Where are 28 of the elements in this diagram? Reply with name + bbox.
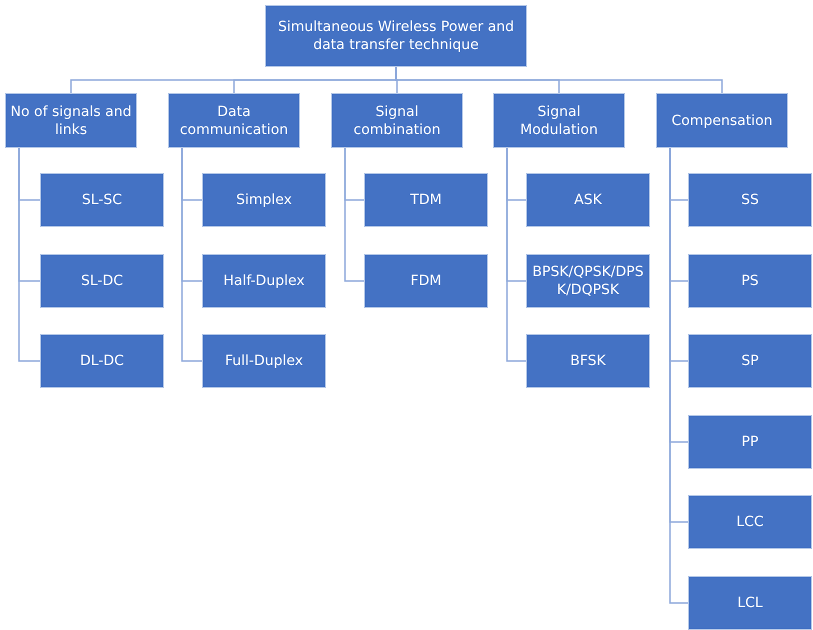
category-box: No of signals and links (5, 93, 137, 148)
connector-line (506, 148, 526, 362)
item-box: SS (688, 173, 812, 227)
category-box: Compensation (656, 93, 788, 148)
item-box: LCC (688, 495, 812, 549)
item-box: PS (688, 254, 812, 308)
item-box: ASK (526, 173, 650, 227)
connector-line (18, 148, 40, 362)
item-box: DL-DC (40, 334, 164, 388)
item-box: Half-Duplex (202, 254, 326, 308)
item-box: LCL (688, 576, 812, 630)
item-box: Simplex (202, 173, 326, 227)
category-box: Signal Modulation (493, 93, 625, 148)
root-box: Simultaneous Wireless Power and data transfer technique (265, 5, 527, 67)
connector-line (344, 148, 364, 282)
item-box: TDM (364, 173, 488, 227)
item-box: SP (688, 334, 812, 388)
category-box: Signal combination (331, 93, 463, 148)
connector-line (395, 67, 723, 93)
item-box: SL-DC (40, 254, 164, 308)
item-box: BPSK/QPSK/DPSK/DQPSK (526, 254, 650, 308)
item-box: FDM (364, 254, 488, 308)
connector-line (181, 148, 202, 362)
category-box: Data communication (168, 93, 300, 148)
item-box: PP (688, 415, 812, 469)
item-box: BFSK (526, 334, 650, 388)
item-box: SL-SC (40, 173, 164, 227)
item-box: Full-Duplex (202, 334, 326, 388)
